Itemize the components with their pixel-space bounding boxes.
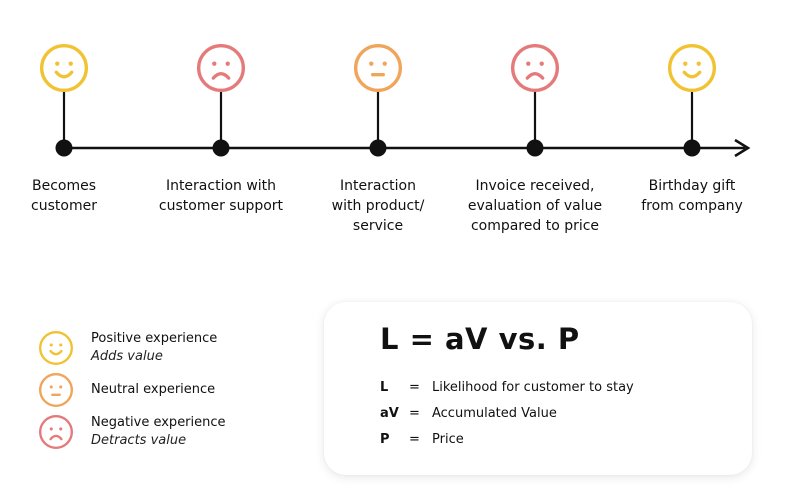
definition-text: Accumulated Value — [432, 406, 557, 421]
timeline-step-label: Invoice received, evaluation of value comp… — [455, 176, 615, 236]
timeline-dot — [369, 139, 387, 157]
timeline-step — [667, 44, 716, 157]
timeline-step-label: Birthday gift from company — [612, 176, 772, 216]
timeline-step-label-line: customer — [31, 198, 97, 214]
timeline-step-label: Becomes customer — [0, 176, 144, 216]
timeline-dot — [683, 139, 701, 157]
timeline-step-label: Interaction with customer support — [141, 176, 301, 216]
timeline-step-label-line: Becomes — [31, 178, 97, 194]
timeline-step-label-line: Interaction — [340, 178, 416, 194]
timeline-step-label-line: evaluation of value — [467, 198, 603, 214]
sad-face-icon — [196, 44, 245, 92]
definition-equals: = — [409, 432, 420, 447]
legend-positive-subtitle: Adds value — [91, 349, 163, 364]
timeline-dot — [212, 139, 230, 157]
timeline-step — [196, 44, 245, 157]
legend-negative-subtitle: Detracts value — [91, 433, 187, 448]
timeline-step-label: Interaction with product/service — [298, 176, 458, 236]
definition-key: L — [380, 380, 389, 395]
legend-item-neutral: Neutral experience — [38, 372, 268, 412]
happy-face-icon — [667, 44, 716, 92]
definition-equals: = — [409, 406, 420, 421]
definition-key: P — [380, 432, 390, 447]
definition-key: aV — [380, 406, 399, 421]
definition-equals: = — [409, 380, 420, 395]
legend-item-negative: Negative experience Detracts value — [38, 414, 268, 454]
definition-text: Price — [432, 432, 464, 447]
definition-text: Likelihood for customer to stay — [432, 380, 634, 395]
formula-title: L = aV vs. P — [380, 322, 580, 356]
timeline-step-label-line: Birthday gift — [648, 178, 736, 194]
neutral-face-icon — [38, 372, 74, 408]
timeline-step — [353, 44, 402, 157]
timeline-dot — [526, 139, 544, 157]
arrow-head-icon — [734, 138, 751, 158]
formula-card: L = aV vs. P L = Likelihood for customer… — [324, 302, 752, 475]
timeline-step-label-line: customer support — [158, 198, 284, 214]
timeline-step-label-line: with product/ — [331, 198, 425, 214]
timeline-step-label-line: Interaction with — [165, 178, 277, 194]
legend-item-positive: Positive experience Adds value — [38, 330, 268, 370]
timeline — [40, 44, 751, 158]
timeline-step-label-line: Invoice received, — [475, 178, 595, 194]
timeline-dot — [55, 139, 73, 157]
sad-face-icon — [510, 44, 559, 92]
timeline-step — [40, 44, 88, 157]
legend-neutral-title: Neutral experience — [91, 382, 216, 397]
timeline-step — [510, 44, 559, 157]
happy-face-icon — [38, 330, 74, 366]
legend-negative-title: Negative experience — [91, 415, 226, 430]
happy-face-icon — [40, 44, 88, 92]
timeline-step-label-line: service — [352, 218, 404, 234]
timeline-step-label-line: from company — [641, 198, 743, 214]
legend-positive-title: Positive experience — [91, 331, 218, 346]
neutral-face-icon — [353, 44, 402, 92]
sad-face-icon — [38, 414, 74, 450]
timeline-step-label-line: compared to price — [470, 218, 600, 234]
